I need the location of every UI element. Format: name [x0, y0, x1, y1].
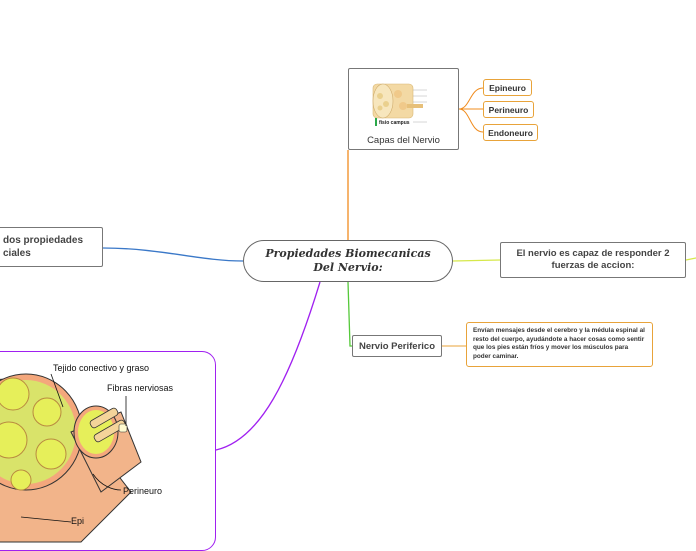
subtopic-epineuro[interactable]: Epineuro — [483, 79, 532, 96]
subtopic-perineuro-label: Perineuro — [488, 104, 529, 115]
subtopic-perineuro[interactable]: Perineuro — [483, 101, 534, 118]
central-topic[interactable]: Propiedades Biomecanicas Del Nervio: — [243, 240, 453, 282]
label-fibras-nerviosas: Fibras nerviosas — [107, 383, 174, 393]
subtopic-endoneuro-label: Endoneuro — [488, 127, 533, 138]
central-topic-title: Propiedades Biomecanicas Del Nervio: — [265, 247, 431, 274]
topic-capas-label: Capas del Nervio — [367, 135, 440, 146]
connector-lines — [102, 87, 696, 451]
label-perineuro: Perineuro — [123, 486, 163, 496]
topic-fuerzas-text: El nervio es capaz de responder 2 fuerza… — [516, 248, 670, 271]
topic-propiedades-text: dos propiedades ciales — [3, 235, 84, 259]
topic-capas-del-nervio[interactable]: fisio campus Capas del Nervio — [348, 68, 459, 150]
nerve-cross-section-drawing — [0, 373, 142, 543]
periferico-description-text: Envían mensajes desde el cerebro y la mé… — [473, 327, 645, 360]
topic-nervio-periferico-label: Nervio Periferico — [358, 340, 436, 352]
subtopic-periferico-description[interactable]: Envían mensajes desde el cerebro y la mé… — [466, 322, 653, 367]
label-tejido-conectivo: Tejido conectivo y graso — [53, 363, 150, 373]
nerve-cross-section-image[interactable]: Tejido conectivo y graso Fibras nerviosa… — [0, 351, 216, 551]
logo-text: fisio campus — [379, 120, 410, 126]
label-epi: Epi — [71, 516, 85, 526]
subtopic-epineuro-label: Epineuro — [489, 82, 526, 93]
nerve-layers-image: fisio campus — [368, 74, 439, 130]
topic-propiedades[interactable]: dos propiedades ciales — [0, 227, 103, 267]
topic-fuerzas[interactable]: El nervio es capaz de responder 2 fuerza… — [500, 242, 686, 278]
subtopic-endoneuro[interactable]: Endoneuro — [483, 124, 538, 141]
topic-nervio-periferico[interactable]: Nervio Periferico — [352, 335, 442, 357]
